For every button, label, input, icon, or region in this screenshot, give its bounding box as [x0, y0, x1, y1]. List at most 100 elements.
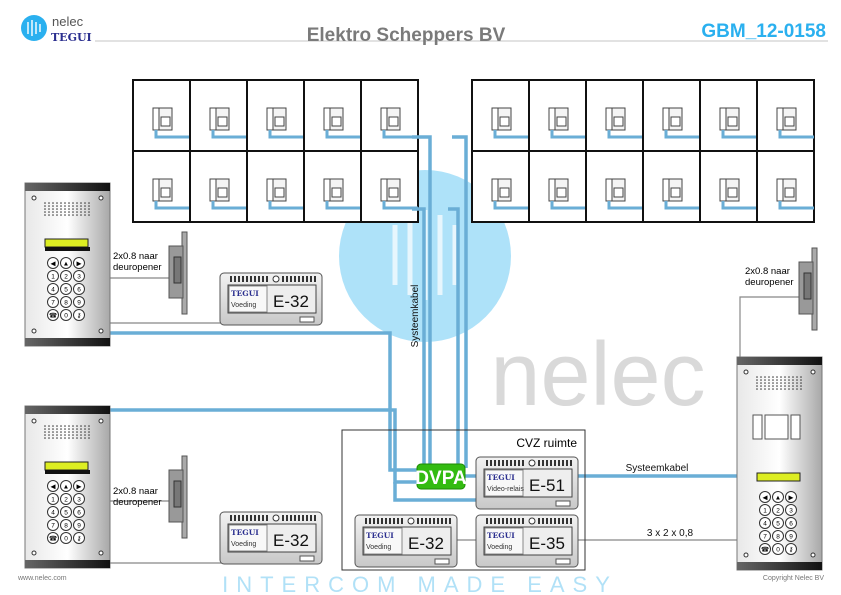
keypad-button[interactable]: 1	[759, 504, 771, 516]
apartment-cell	[132, 150, 191, 223]
keypad-button[interactable]: 8	[60, 296, 72, 308]
label-line: 2x0.8 naar	[113, 486, 158, 497]
keypad-button[interactable]: 3	[785, 504, 797, 516]
keypad-button[interactable]: 3	[73, 270, 85, 282]
display-screen	[44, 238, 89, 248]
keypad-key-label: 6	[789, 521, 793, 528]
keypad-key-label: ▲	[775, 495, 781, 502]
keypad-button[interactable]: 9	[785, 530, 797, 542]
keypad-button[interactable]: ☎	[759, 543, 771, 555]
watermark-tagline: INTERCOM MADE EASY	[222, 572, 618, 595]
keypad-button[interactable]: 5	[772, 517, 784, 529]
keypad-key-label: 4	[51, 510, 55, 517]
keypad-button[interactable]: ◀	[759, 491, 771, 503]
keypad-button[interactable]: 6	[73, 506, 85, 518]
keypad-button[interactable]: ⚷	[73, 532, 85, 544]
module-brand: TEGUI	[231, 528, 259, 537]
apartment-cell	[303, 79, 362, 152]
keypad-key-label: 2	[776, 508, 780, 515]
keypad-button[interactable]: 8	[772, 530, 784, 542]
keypad-button[interactable]: 1	[47, 270, 59, 282]
logo-nelec-text: nelec	[52, 14, 84, 29]
keypad-key-label: 3	[77, 497, 81, 504]
keypad-key-label: 5	[64, 287, 68, 294]
label-line: 2x0.8 naar	[745, 266, 790, 277]
keypad-button[interactable]: ▶	[73, 480, 85, 492]
keypad-button[interactable]: ▶	[73, 257, 85, 269]
cvz-room-label: CVZ ruimte	[516, 436, 577, 450]
module-model: E-32	[273, 292, 309, 311]
screw-icon	[98, 328, 104, 334]
keypad-button[interactable]: 0	[772, 543, 784, 555]
keypad-button[interactable]: 0	[60, 309, 72, 321]
keypad-key-label: 4	[51, 287, 55, 294]
keypad-button[interactable]: 2	[772, 504, 784, 516]
keypad-button[interactable]: ⚷	[73, 309, 85, 321]
keypad-key-label: 9	[789, 534, 793, 541]
keypad-button[interactable]: 0	[60, 532, 72, 544]
keypad-button[interactable]: ⚷	[785, 543, 797, 555]
keypad-button[interactable]: 6	[785, 517, 797, 529]
video-monitor-icon	[152, 178, 190, 210]
video-monitor-icon	[662, 107, 700, 139]
keypad-key-label: ◀	[51, 484, 57, 491]
keypad-button[interactable]: 2	[60, 270, 72, 282]
keypad-key-label: 7	[51, 523, 55, 530]
keypad-button[interactable]: ☎	[47, 309, 59, 321]
keypad-button[interactable]: 9	[73, 296, 85, 308]
keypad-key-label: 8	[64, 523, 68, 530]
keypad-key-label: 0	[64, 536, 68, 543]
door-opener-label-1: 2x0.8 naar deuropener	[113, 251, 162, 273]
keypad-button[interactable]: ☎	[47, 532, 59, 544]
keypad-button[interactable]: 5	[60, 506, 72, 518]
keypad-button[interactable]: 1	[47, 493, 59, 505]
module-model: E-32	[273, 531, 309, 550]
speaker-grille-icon	[44, 202, 90, 216]
keypad-button[interactable]: 4	[759, 517, 771, 529]
apartment-cell	[471, 79, 530, 152]
door-opener-label-3: 2x0.8 naar deuropener	[745, 266, 794, 288]
apartment-cell	[699, 150, 758, 223]
keypad-button[interactable]: 6	[73, 283, 85, 295]
keypad-button[interactable]: 5	[60, 283, 72, 295]
keypad-button[interactable]: 4	[47, 283, 59, 295]
watermark-word: nelec	[490, 325, 705, 425]
keypad-button[interactable]: ▲	[60, 480, 72, 492]
screw-icon	[810, 369, 816, 375]
keypad-key-label: ☎	[49, 312, 58, 320]
keypad-button[interactable]: 7	[47, 296, 59, 308]
apartment-cell	[528, 150, 587, 223]
keypad-button[interactable]: 4	[47, 506, 59, 518]
keypad-button[interactable]: 7	[47, 519, 59, 531]
apartment-cell	[360, 79, 419, 152]
keypad-button[interactable]: 3	[73, 493, 85, 505]
apartment-cell	[585, 150, 644, 223]
keypad-button[interactable]: ▲	[60, 257, 72, 269]
keypad-button[interactable]: 7	[759, 530, 771, 542]
module-type: Voeding	[487, 544, 512, 551]
keypad-button[interactable]: ▲	[772, 491, 784, 503]
footer-website[interactable]: www.nelec.com	[17, 575, 67, 582]
screw-icon	[31, 195, 37, 201]
keypad-button[interactable]: 2	[60, 493, 72, 505]
module-model: E-51	[529, 476, 565, 495]
video-monitor-icon	[776, 178, 814, 210]
system-cable-label-horizontal: Systeemkabel	[626, 463, 689, 474]
keypad-button[interactable]: 9	[73, 519, 85, 531]
video-monitor-icon	[152, 107, 190, 139]
keypad-button[interactable]: 8	[60, 519, 72, 531]
keypad-button[interactable]: ◀	[47, 257, 59, 269]
cable-panel1	[110, 331, 420, 472]
keypad-key-label: ☎	[49, 535, 58, 543]
keypad-key-label: 8	[776, 534, 780, 541]
keypad-button[interactable]: ◀	[47, 480, 59, 492]
module-brand: TEGUI	[487, 531, 515, 540]
keypad-button[interactable]: ▶	[785, 491, 797, 503]
door-opener-icon	[798, 247, 818, 331]
keypad-key-label: 3	[77, 274, 81, 281]
keypad-key-label: ▲	[63, 261, 69, 268]
video-monitor-icon	[605, 178, 643, 210]
